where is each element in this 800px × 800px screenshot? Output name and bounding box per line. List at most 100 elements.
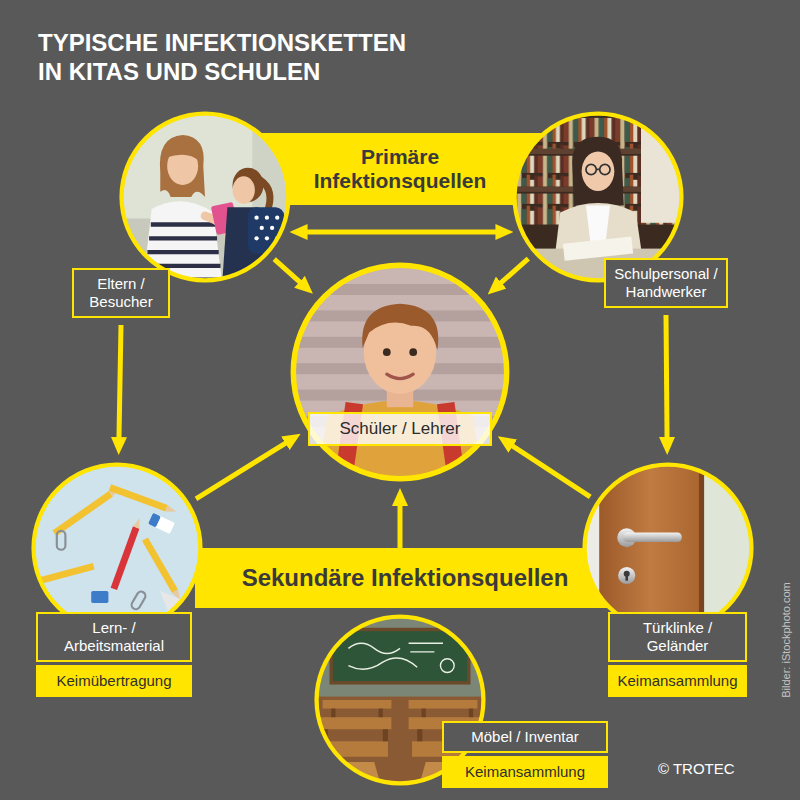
source-label: Eltern / Besucher	[72, 268, 170, 318]
flow-arrow	[274, 259, 305, 287]
staff-photo	[596, 169, 599, 171]
material-photo	[34, 465, 201, 632]
staff-photo	[586, 164, 610, 174]
flow-arrow	[196, 439, 292, 499]
pupil-photo	[290, 262, 510, 482]
material-photo	[130, 590, 147, 611]
pupil-photo	[290, 262, 510, 482]
source-circle: Schüler / Lehrer	[290, 262, 510, 482]
material-photo	[142, 537, 178, 593]
staff-photo	[572, 137, 624, 206]
classroom-photo	[331, 629, 469, 682]
classroom-photo	[409, 700, 478, 709]
pupil-photo	[383, 348, 391, 356]
parents-photo	[147, 250, 218, 254]
material-photo	[109, 484, 178, 515]
pupil-photo	[293, 265, 506, 478]
parents-photo	[275, 215, 279, 219]
material-photo	[52, 491, 112, 536]
parents-photo	[149, 236, 217, 240]
parents-photo	[270, 226, 274, 230]
material-photo	[91, 591, 108, 603]
source-circle: Eltern / Besucher	[119, 111, 291, 283]
flow-arrow	[300, 230, 504, 235]
source-band: Sekundäre Infektionsquellen	[195, 548, 615, 608]
staff-photo	[582, 151, 615, 191]
material-photo	[31, 462, 203, 634]
material-photo	[148, 513, 175, 534]
classroom-photo	[440, 659, 454, 673]
door-photo	[699, 462, 704, 634]
source-label: Lern- / Arbeitsmaterial	[36, 612, 192, 662]
classroom-photo	[348, 643, 454, 672]
source-label: Türklinke / Geländer	[608, 612, 747, 662]
parents-photo	[254, 236, 258, 240]
classroom-photo	[348, 658, 417, 669]
door-photo	[582, 462, 754, 634]
parents-photo	[265, 236, 269, 240]
material-photo	[31, 462, 203, 634]
parents-photo	[160, 135, 205, 197]
classroom-photo	[323, 700, 392, 709]
parents-photo	[254, 215, 258, 219]
classroom-photo	[409, 643, 443, 652]
pupil-photo	[290, 284, 510, 295]
copyright-note: © TROTEC	[658, 760, 735, 777]
door-photo	[599, 462, 702, 634]
material-photo	[111, 526, 140, 590]
material-photo	[111, 517, 143, 590]
classroom-photo	[314, 717, 391, 729]
flow-arrow	[506, 442, 590, 497]
parents-photo	[166, 143, 199, 161]
source-label: Schulpersonal / Handwerker	[604, 258, 728, 308]
material-photo	[165, 505, 177, 515]
door-photo	[582, 462, 754, 634]
classroom-photo	[331, 709, 335, 718]
diagram-title: TYPISCHE INFEKTIONSKETTEN IN KITAS UND S…	[38, 28, 423, 87]
effect-tag: Keimübertragung	[36, 665, 192, 697]
classroom-photo	[348, 643, 400, 653]
parents-photo	[151, 222, 216, 226]
pupil-photo	[290, 262, 510, 482]
source-label: Schüler / Lehrer	[308, 412, 492, 446]
door-photo	[625, 574, 628, 581]
door-photo	[618, 567, 635, 584]
source-circle: Lern- / ArbeitsmaterialKeimübertragung	[31, 462, 203, 634]
pupil-photo	[387, 374, 413, 378]
material-photo	[133, 517, 143, 529]
band-heading: Primäre Infektionsquellen	[300, 145, 500, 193]
flow-arrow	[495, 259, 528, 288]
parents-photo	[122, 114, 289, 281]
band-heading: Sekundäre Infektionsquellen	[242, 564, 569, 592]
material-photo	[148, 513, 175, 534]
classroom-photo	[422, 709, 426, 718]
source-circle: Schulpersonal / Handwerker	[512, 111, 684, 283]
source-label: Möbel / Inventar	[442, 721, 608, 753]
source-circle: Möbel / InventarKeimansammlung	[314, 614, 486, 786]
parents-photo	[119, 111, 291, 283]
staff-photo	[586, 164, 596, 174]
material-photo	[148, 513, 161, 528]
material-photo	[31, 462, 203, 634]
pupil-photo	[362, 304, 438, 350]
classroom-photo	[383, 729, 388, 741]
material-photo	[57, 531, 147, 611]
staff-photo	[515, 114, 682, 281]
parents-photo	[233, 176, 255, 204]
material-photo	[40, 563, 95, 584]
material-photo	[40, 563, 95, 584]
classroom-photo	[417, 729, 422, 741]
source-circle: Türklinke / GeländerKeimansammlung	[582, 462, 754, 634]
door-photo	[582, 462, 754, 634]
staff-photo	[600, 164, 610, 174]
door-photo	[585, 465, 752, 632]
parents-photo	[260, 226, 264, 230]
material-photo	[109, 484, 168, 511]
classroom-photo	[314, 741, 388, 756]
effect-tag: Keimansammlung	[608, 665, 747, 697]
classroom-photo	[331, 762, 381, 786]
parents-photo	[119, 111, 291, 283]
flow-arrow	[398, 498, 403, 548]
pupil-photo	[290, 284, 510, 427]
